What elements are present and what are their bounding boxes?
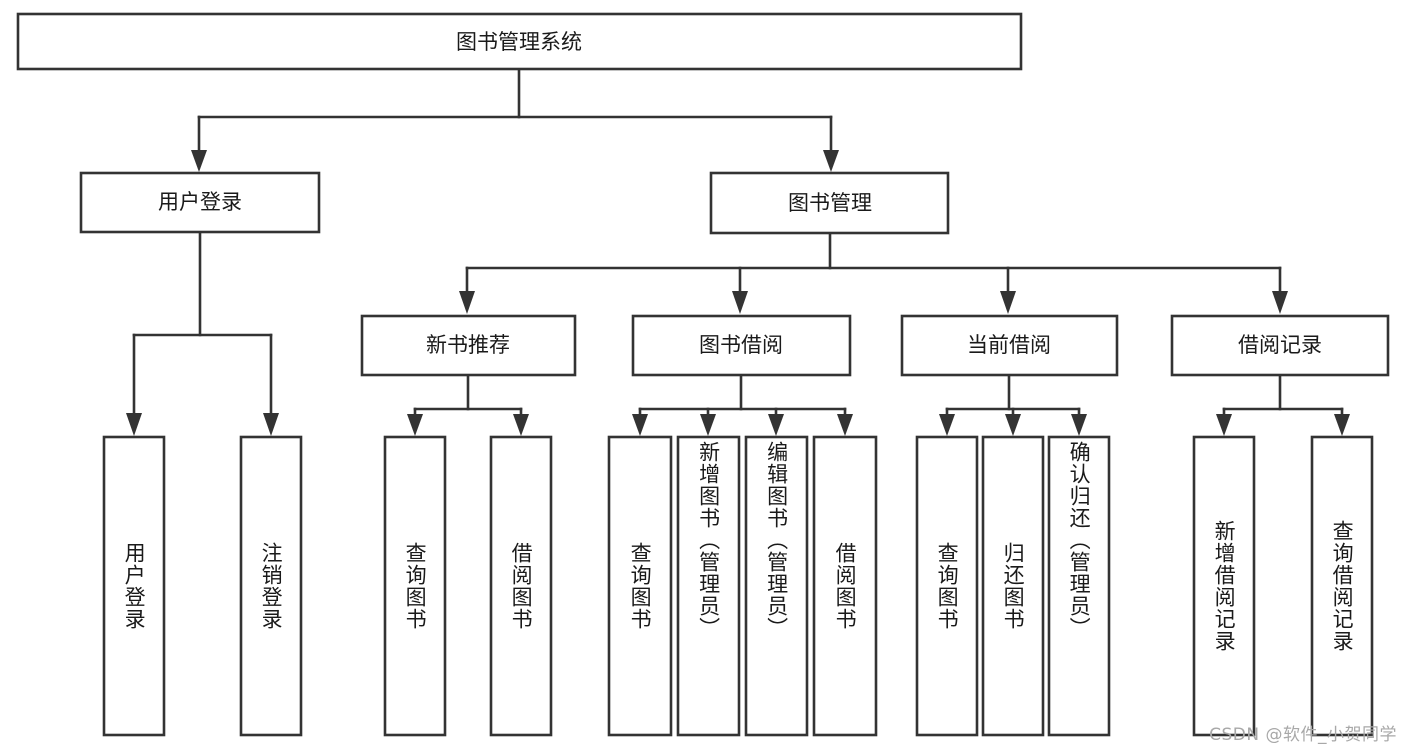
leaf-box-book-borrow-2[interactable] [744, 435, 809, 737]
node-current-borrow-label: 当前借阅 [967, 333, 1051, 357]
node-new-book-recommend-label: 新书推荐 [426, 333, 510, 357]
leaf-box-borrow-record-0[interactable] [1192, 435, 1256, 737]
leaf-box-book-borrow-1[interactable] [676, 435, 741, 737]
node-book-management-label: 图书管理 [788, 191, 872, 215]
leaf-box-current-borrow-1[interactable] [981, 435, 1045, 737]
leaf-box-current-borrow-2[interactable] [1047, 435, 1111, 737]
node-root-label: 图书管理系统 [456, 30, 582, 54]
leaf-boxes-borrow-record [1192, 435, 1374, 737]
leaf-box-book-borrow-0[interactable] [607, 435, 673, 737]
watermark-text: CSDN @软件_小贺同学 [1209, 725, 1397, 745]
node-book-borrow[interactable]: 图书借阅 [631, 314, 852, 377]
node-user-login-label: 用户登录 [158, 190, 242, 214]
leaf-box-user-login-1[interactable] [239, 435, 303, 737]
leaf-boxes-book-borrow [607, 435, 878, 737]
connector-currentborrow-to-leaves [939, 373, 1087, 436]
connector-bookmgmt-to-level3 [459, 232, 1288, 314]
node-book-management[interactable]: 图书管理 [709, 171, 950, 235]
connector-borrowrecord-to-leaves [1216, 373, 1350, 436]
node-borrow-record-label: 借阅记录 [1238, 333, 1322, 357]
leaf-box-new-book-0[interactable] [383, 435, 447, 737]
node-root[interactable]: 图书管理系统 [16, 12, 1023, 71]
connector-bookborrow-to-leaves [632, 373, 853, 436]
node-book-borrow-label: 图书借阅 [699, 333, 783, 357]
connector-newbook-to-leaves [407, 373, 529, 436]
connector-userlogin-to-leaves [126, 230, 279, 436]
node-borrow-record[interactable]: 借阅记录 [1170, 314, 1390, 377]
leaf-box-user-login-0[interactable] [102, 435, 166, 737]
node-new-book-recommend[interactable]: 新书推荐 [360, 314, 577, 377]
leaf-boxes-new-book-recommend [383, 435, 553, 737]
leaf-boxes-user-login [102, 435, 303, 737]
leaf-box-book-borrow-3[interactable] [812, 435, 878, 737]
leaf-boxes-current-borrow [915, 435, 1111, 737]
node-user-login[interactable]: 用户登录 [79, 171, 321, 234]
leaf-box-current-borrow-0[interactable] [915, 435, 979, 737]
node-current-borrow[interactable]: 当前借阅 [900, 314, 1119, 377]
connector-root-to-level2 [191, 67, 839, 172]
leaf-box-new-book-1[interactable] [489, 435, 553, 737]
leaf-box-borrow-record-1[interactable] [1310, 435, 1374, 737]
